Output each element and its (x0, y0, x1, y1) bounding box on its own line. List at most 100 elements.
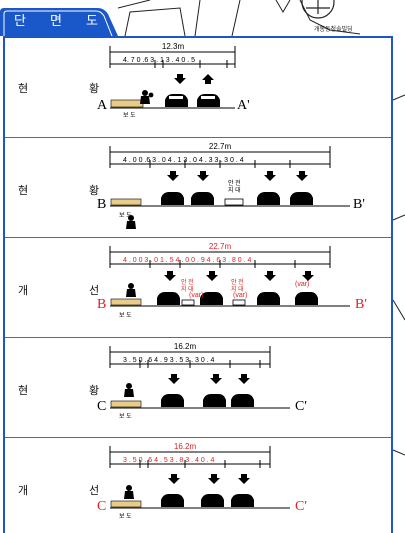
sidewalk-label: 보 도 (119, 413, 132, 420)
arrow-down-icon (168, 474, 180, 484)
car-icon (161, 192, 184, 205)
sidewalk-label: 보 도 (119, 513, 132, 520)
median-strip (181, 299, 195, 306)
pedestrian-icon (126, 215, 136, 229)
sidewalk-label: 보 도 (119, 312, 132, 319)
section-drawing-b: 22.7m 4 . 0 0 .6 3 . 0 4 . 1 3 . 0 4 . 3… (97, 142, 365, 229)
arrow-down-icon (164, 271, 176, 281)
section-start-label: B (97, 197, 106, 212)
total-width-label: 12.3m (162, 42, 185, 51)
tab-title: 단 면 도 (14, 10, 98, 29)
arrow-up-icon (202, 74, 214, 84)
section-drawing-c-improved: 16.2m 3 . 5 0 . 6 4 . 5 3 . 8 3 . 4 0 . … (97, 442, 307, 520)
pedestrian-icon (124, 383, 134, 397)
section-end-label: C' (295, 399, 307, 414)
section-start-label: B (97, 297, 106, 312)
arrow-down-icon (296, 171, 308, 181)
pedestrian-icon (124, 485, 134, 499)
section-row-a: 현 황 12.3m 4. 7 0 .6 3 . 1 3 . 4 0 . 5 보 … (5, 38, 391, 138)
row-label-char: 선 (89, 284, 100, 297)
arrow-down-icon (167, 171, 179, 181)
lane-dims-label: 3 . 5 0 . 6 4 . 5 3 . 8 3 . 4 0 . 4 (123, 457, 215, 464)
section-row-b-improved: 개 선 22.7m 4 . 0 0 3 . 0 1 . 5 4 . 0 0 . … (5, 238, 391, 338)
section-row-b: 현 황 22.7m 4 . 0 0 .6 3 . 0 4 . 1 3 . 0 4… (5, 138, 391, 238)
car-icon (201, 494, 224, 507)
car-icon (161, 394, 184, 407)
section-end-label: C' (295, 499, 307, 514)
car-icon (290, 192, 313, 205)
section-start-label: A (97, 98, 108, 113)
car-icon (257, 192, 280, 205)
row-label-char: 현 (18, 384, 29, 397)
arrow-down-icon (238, 374, 250, 384)
median-strip (224, 198, 244, 206)
variable-label: (var) (295, 281, 309, 288)
row-label: 현 황 (5, 138, 105, 237)
lane-dims-label: 4. 7 0 .6 3 . 1 3 . 4 0 . 5 (123, 57, 195, 64)
lane-dims-label: 4 . 0 0 .6 3 . 0 4 . 1 3 . 0 4 . 3 3 . 3… (123, 157, 244, 164)
sidewalk-label: 보 도 (123, 112, 136, 119)
arrow-down-icon (264, 271, 276, 281)
row-label-char: 현 (18, 82, 29, 95)
car-icon (157, 292, 180, 305)
arrow-down-icon (264, 171, 276, 181)
tab-char-3: 도 (86, 13, 98, 29)
row-label-char: 황 (89, 184, 100, 197)
section-end-label: B' (355, 297, 367, 312)
cross-section-panel: 현 황 12.3m 4. 7 0 .6 3 . 1 3 . 4 0 . 5 보 … (3, 36, 393, 533)
arrow-down-icon (197, 171, 209, 181)
pedestrian-icon (126, 283, 136, 297)
arrow-down-icon (210, 374, 222, 384)
section-tab (0, 8, 118, 36)
total-width-label: 22.7m (209, 142, 232, 151)
section-start-label: C (97, 499, 106, 514)
section-row-c-improved: 개 선 16.2m 3 . 5 0 . 6 4 . 5 3 . 8 3 . 4 … (5, 438, 391, 533)
lane-dims-label: 3 . 5 0 . 6 4 . 9 3 . 5 3 . 3 0 . 4 (123, 357, 215, 364)
arrow-down-icon (168, 374, 180, 384)
row-label-char: 황 (89, 384, 100, 397)
section-end-label: B' (353, 197, 365, 212)
row-label: 개 선 (5, 238, 105, 337)
total-width-label: 16.2m (174, 342, 197, 351)
row-label: 현 황 (5, 338, 105, 437)
row-label: 개 선 (5, 438, 105, 533)
arrow-down-icon (302, 271, 314, 281)
section-drawing-c: 16.2m 3 . 5 0 . 6 4 . 9 3 . 5 3 . 3 0 . … (97, 342, 307, 420)
lane-dims-label: 4 . 0 0 3 . 0 1 . 5 4 . 0 0 . 9 4 . 6 3 … (123, 257, 252, 264)
total-width-label: 16.2m (174, 442, 197, 451)
total-width-label: 22.7m (209, 242, 232, 251)
car-icon (295, 292, 318, 305)
map-place-label: 개봉동청솔빌딩 (314, 26, 353, 33)
median-strip (232, 299, 246, 306)
car-icon (197, 94, 220, 107)
row-label-char: 개 (18, 284, 29, 297)
pedestrian-icon (140, 90, 154, 104)
arrow-down-icon (208, 474, 220, 484)
car-icon (165, 94, 188, 107)
car-icon (231, 494, 254, 507)
car-icon (191, 192, 214, 205)
row-label-char: 현 (18, 184, 29, 197)
compass-icon (301, 0, 335, 19)
tab-char-1: 단 (14, 13, 26, 29)
section-end-label: A' (237, 98, 250, 113)
variable-label: (var) (233, 292, 247, 299)
row-label-char: 황 (89, 82, 100, 95)
arrow-down-icon (206, 271, 218, 281)
section-drawing-b-improved: 22.7m 4 . 0 0 3 . 0 1 . 5 4 . 0 0 . 9 4 … (97, 242, 367, 319)
car-icon (231, 394, 254, 407)
car-icon (257, 292, 280, 305)
arrow-down-icon (174, 74, 186, 84)
car-icon (161, 494, 184, 507)
section-start-label: C (97, 399, 106, 414)
section-drawing-a: 12.3m 4. 7 0 .6 3 . 1 3 . 4 0 . 5 보 도 A … (97, 42, 250, 119)
row-label: 현 황 (5, 38, 105, 137)
car-icon (203, 394, 226, 407)
section-row-c: 현 황 16.2m 3 . 5 0 . 6 4 . 9 3 . 5 3 . 3 … (5, 338, 391, 438)
variable-label: (var) (189, 292, 203, 299)
sidewalk-label: 보 도 (119, 212, 132, 219)
